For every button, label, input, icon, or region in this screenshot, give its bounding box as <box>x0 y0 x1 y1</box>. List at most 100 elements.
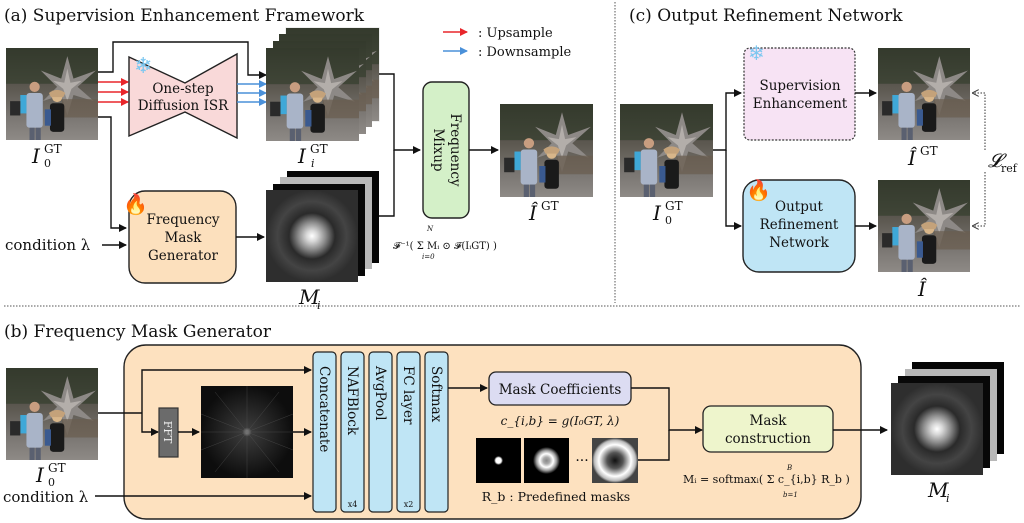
mask-construction-label-line2: construction <box>725 431 811 447</box>
fire-icon: 🔥 <box>746 178 771 202</box>
input-image-b <box>6 368 98 460</box>
svg-text:0: 0 <box>48 476 55 489</box>
layer-label: FC layer <box>400 366 416 425</box>
ref-label-line1: Output <box>775 199 824 215</box>
fire-icon: 🔥 <box>123 192 148 216</box>
layer-block <box>396 351 421 513</box>
input-image-c <box>620 104 713 197</box>
svg-text:0: 0 <box>665 214 672 227</box>
coefficient-formula: c_{i,b} = g(I₀GT, λ) <box>501 414 620 428</box>
predefined-mask <box>524 438 569 483</box>
legend-downsample-label: : Downsample <box>478 45 571 60</box>
legend-upsample-label: : Upsample <box>478 26 553 41</box>
panel-c: I GT 0 Supervision Enhancement ❄ Output … <box>620 41 1018 301</box>
svg-text:GT: GT <box>541 199 559 213</box>
layer-label: AvgPool <box>372 365 388 421</box>
input-to-maskgen-arrow <box>98 116 127 232</box>
supervision-enhancement-block <box>743 47 856 141</box>
masks-to-mixup-line <box>379 150 395 217</box>
section-a-title: (a) Supervision Enhancement Framework <box>4 6 365 26</box>
masks-label-a: M i <box>298 285 321 312</box>
svg-text:Î: Î <box>907 146 918 170</box>
frequency-mask-generator-container <box>123 344 862 520</box>
svg-text:M: M <box>927 478 949 502</box>
layer-block <box>312 351 337 513</box>
input-label-a: I GT 0 <box>31 142 62 170</box>
svg-text:i: i <box>311 157 315 170</box>
section-c-title: (c) Output Refinement Network <box>629 6 903 26</box>
layer-avgpool: AvgPool <box>368 351 393 513</box>
ref-label-line2: Refinement <box>760 217 839 233</box>
svg-text:GT: GT <box>665 199 683 213</box>
svg-text:GT: GT <box>310 142 328 156</box>
input-to-ref-arrow <box>725 150 742 230</box>
mixup-formula: 𝓕⁻¹( Σ Mᵢ ⊙ 𝓕(IᵢGT) ) N i=0 <box>393 225 497 261</box>
condition-label-a: condition λ <box>5 236 91 254</box>
layer-repeat-count: x4 <box>348 500 358 509</box>
isr-label-line2: Diffusion ISR <box>138 98 229 114</box>
loss-label: 𝓛 ref <box>988 150 1018 175</box>
enhanced-gt-image <box>500 104 593 197</box>
layer-label: NAFBlock <box>344 366 360 436</box>
svg-text:I: I <box>297 144 307 168</box>
network-layers: Concatenate NAFBlock x4 AvgPool FC layer x2 So… <box>312 351 449 513</box>
input-label-b: I GT 0 <box>35 461 66 489</box>
coeff-to-construct-arrow <box>631 387 703 434</box>
ellipsis: ··· <box>575 453 588 469</box>
svg-text:I: I <box>652 201 662 225</box>
svg-text:b=1: b=1 <box>783 491 798 499</box>
svg-text:GT: GT <box>48 461 66 475</box>
svg-text:Î: Î <box>528 201 539 225</box>
mixup-label-line2: Mixup <box>430 128 446 171</box>
snowflake-icon: ❄ <box>748 41 765 65</box>
input-label-c: I GT 0 <box>652 199 683 227</box>
svg-text:𝓕⁻¹( Σ Mᵢ ⊙ 𝓕(IᵢGT) ): 𝓕⁻¹( Σ Mᵢ ⊙ 𝓕(IᵢGT) ) <box>393 241 497 252</box>
svg-text:i=0: i=0 <box>422 253 435 261</box>
upsampled-image-stack <box>266 27 380 141</box>
upsampled-label: I GT i <box>297 142 328 170</box>
svg-text:0: 0 <box>44 157 51 170</box>
layer-concatenate: Concatenate <box>312 351 337 513</box>
svg-text:Î: Î <box>917 277 928 301</box>
panel-b: I GT 0 condition λ FFT <box>3 344 1004 520</box>
construct-formula: Mᵢ = softmaxᵢ( Σ c_{i,b} R_b ) B b=1 <box>683 464 850 499</box>
section-b-title: (b) Frequency Mask Generator <box>4 322 272 342</box>
predefined-masks-label: R_b : Predefined masks <box>482 489 630 504</box>
svg-text:B: B <box>786 464 792 472</box>
layer-block <box>424 351 449 513</box>
layer-nafblock: NAFBlock x4 <box>340 351 365 513</box>
loss-arrow-top <box>973 93 986 150</box>
mask-stack-a <box>266 171 379 282</box>
condition-label-b: condition λ <box>3 488 89 506</box>
layer-repeat-count: x2 <box>404 500 414 509</box>
bypass-arrow <box>98 41 267 79</box>
panel-a: I GT 0 One-step Diffusion ISR ❄ <box>5 26 593 312</box>
svg-text:GT: GT <box>920 144 938 158</box>
maskgen-label-line3: Generator <box>148 248 219 264</box>
maskgen-label-line1: Frequency <box>146 212 219 228</box>
mask-construction-block <box>702 405 834 453</box>
diffusion-isr-block <box>128 52 238 140</box>
input-to-fft-arrow <box>141 413 159 436</box>
masks-to-construct-line <box>638 430 670 461</box>
ref-label-line3: Network <box>769 235 829 251</box>
enhanced-gt-image-c <box>878 48 970 140</box>
fft-label: FFT <box>161 421 174 444</box>
svg-text:N: N <box>426 225 434 233</box>
layer-block <box>368 351 393 513</box>
predefined-mask <box>476 438 521 483</box>
predefined-mask <box>592 438 638 483</box>
input-image-a <box>6 48 98 140</box>
input-to-sup-arrow <box>713 89 742 151</box>
input-to-concat-arrow <box>141 366 312 413</box>
mask-stack-b <box>891 362 1004 475</box>
svg-text:I: I <box>35 463 45 487</box>
svg-text:Mᵢ = softmaxᵢ( Σ c_{i,b} R_b ): Mᵢ = softmaxᵢ( Σ c_{i,b} R_b ) <box>683 473 850 486</box>
layer-fc-layer: FC layer x2 <box>396 351 421 513</box>
svg-text:ref: ref <box>1001 162 1018 175</box>
fft-spectrum-image <box>200 386 294 478</box>
layer-softmax: Softmax <box>424 351 449 513</box>
predefined-masks: ··· <box>476 438 638 483</box>
stack-to-mixup-arrow <box>379 73 421 154</box>
